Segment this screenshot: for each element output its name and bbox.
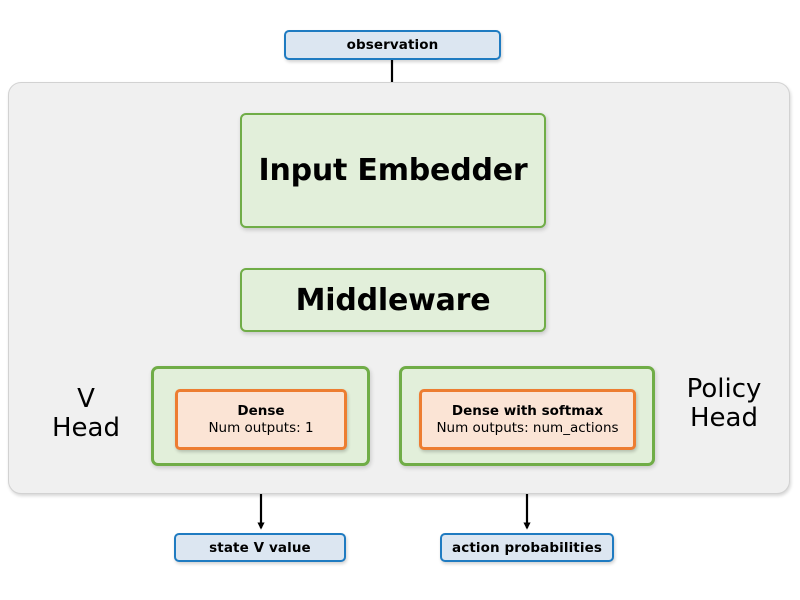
node-input-embedder[interactable]: Input Embedder (240, 113, 546, 228)
node-v-head-dense-title: Dense (237, 402, 285, 419)
node-policy-head-dense-title: Dense with softmax (451, 402, 604, 419)
node-action-probabilities[interactable]: action probabilities (440, 533, 614, 562)
node-state-v-value[interactable]: state V value (174, 533, 346, 562)
node-action-probabilities-label: action probabilities (452, 539, 602, 556)
node-input-embedder-label: Input Embedder (258, 153, 528, 188)
group-v-head-caption: V Head (52, 384, 120, 444)
node-state-v-value-label: state V value (209, 539, 311, 556)
node-policy-head-dense-subtitle: Num outputs: num_actions (436, 419, 619, 436)
node-v-head-dense[interactable]: Dense Num outputs: 1 (175, 389, 347, 450)
node-middleware-label: Middleware (295, 282, 491, 318)
group-policy-head-caption: Policy Head (686, 374, 762, 434)
node-policy-head-dense[interactable]: Dense with softmax Num outputs: num_acti… (419, 389, 636, 450)
node-middleware[interactable]: Middleware (240, 268, 546, 332)
node-v-head-dense-subtitle: Num outputs: 1 (208, 419, 314, 436)
node-observation[interactable]: observation (284, 30, 501, 60)
node-observation-label: observation (346, 37, 439, 53)
